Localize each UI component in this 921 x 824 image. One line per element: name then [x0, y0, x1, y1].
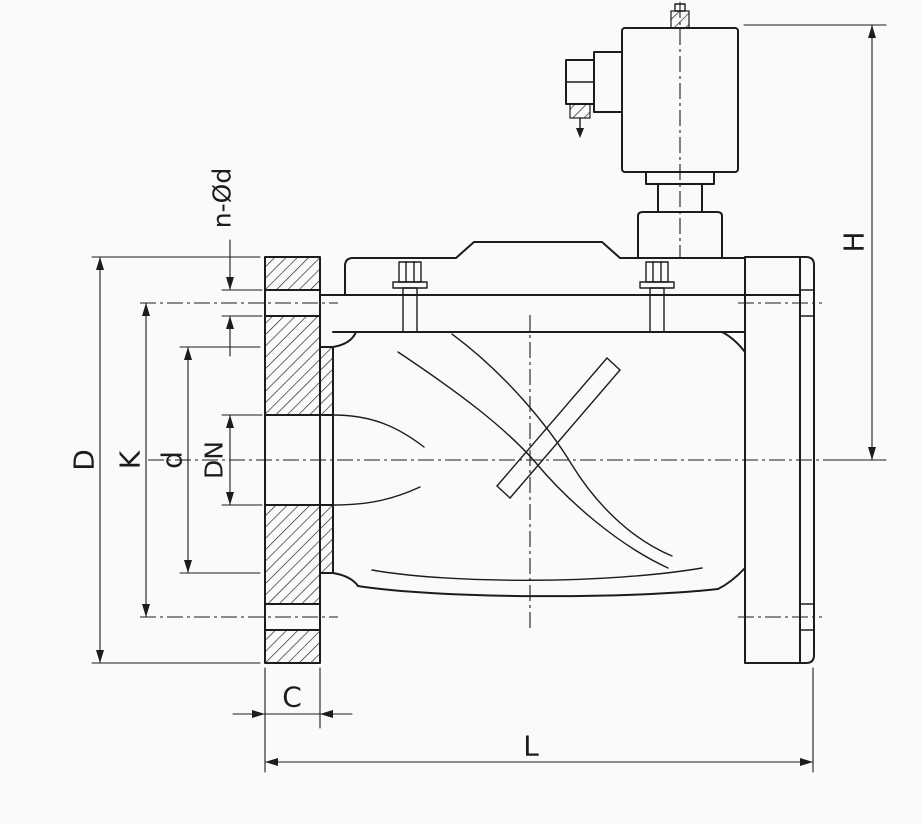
centerlines: [140, 2, 840, 628]
dim-L: L: [264, 667, 814, 773]
connector-terminal-arrow-icon: [576, 128, 584, 138]
cover-bolt-right: [639, 261, 675, 333]
dim-d: d: [156, 346, 261, 574]
dim-label-H: H: [838, 231, 871, 252]
dim-C: C: [232, 667, 353, 773]
coil-top-screw: [670, 3, 690, 29]
dim-label-C: C: [282, 681, 302, 714]
dim-label-d: d: [156, 451, 189, 469]
dim-D: D: [68, 256, 261, 664]
dim-DN: DN: [200, 414, 263, 506]
dim-label-K: K: [114, 450, 147, 469]
coil-connector: [565, 51, 623, 138]
right-flange: [744, 256, 815, 664]
valve-body: [332, 331, 746, 598]
dim-bolt-holes: n-Ød: [208, 168, 263, 357]
dim-label-L: L: [523, 730, 539, 763]
dim-label-bolt-holes: n-Ød: [208, 168, 237, 228]
dim-K: K: [114, 302, 150, 618]
dim-H: H: [743, 24, 887, 461]
dim-label-D: D: [68, 449, 101, 471]
bonnet-cover: [319, 241, 801, 333]
cover-bolt-left: [392, 261, 428, 333]
left-flange: [264, 256, 334, 664]
dim-label-DN: DN: [200, 441, 229, 479]
